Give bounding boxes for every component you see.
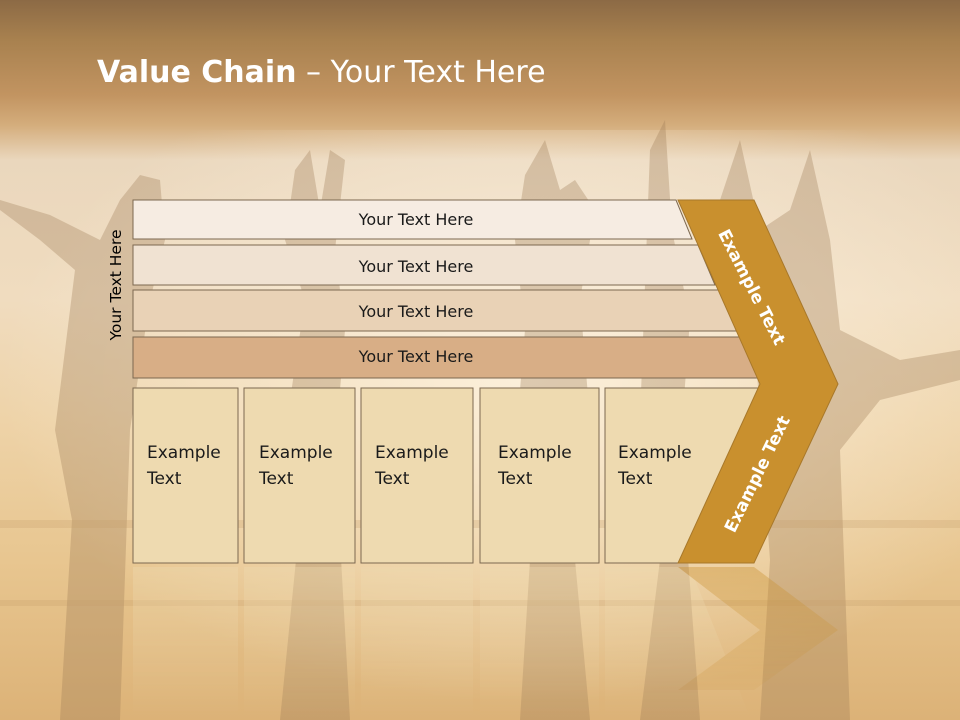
bar-2: Your Text Here [132,244,716,286]
column-2-line1: Example [259,443,333,463]
column-4-line1: Example [498,443,572,463]
column-2: Example Text [243,387,356,564]
title-rest: – Your Text Here [296,55,546,90]
title-bold: Value Chain [97,55,297,90]
column-4-line2: Text [497,469,533,489]
bar-1-label: Your Text Here [358,210,474,229]
column-3-line2: Text [374,469,410,489]
column-5-line1: Example [618,443,692,463]
column-1-line2: Text [146,469,182,489]
bar-2-label: Your Text Here [358,257,474,276]
bar-3: Your Text Here [132,289,740,332]
bar-1: Your Text Here [132,199,693,240]
slide-title: Value Chain – Your Text Here [97,55,546,90]
column-3: Example Text [360,387,474,564]
column-1-line1: Example [147,443,221,463]
column-2-line2: Text [258,469,294,489]
column-5: Example Text [604,387,761,564]
column-4: Example Text [479,387,600,564]
bar-3-label: Your Text Here [358,302,474,321]
column-1: Example Text [132,387,239,564]
column-5-line2: Text [617,469,653,489]
bar-4: Your Text Here [132,336,764,379]
bar-4-label: Your Text Here [358,347,474,366]
column-3-line1: Example [375,443,449,463]
diagram-reflection [133,567,838,720]
